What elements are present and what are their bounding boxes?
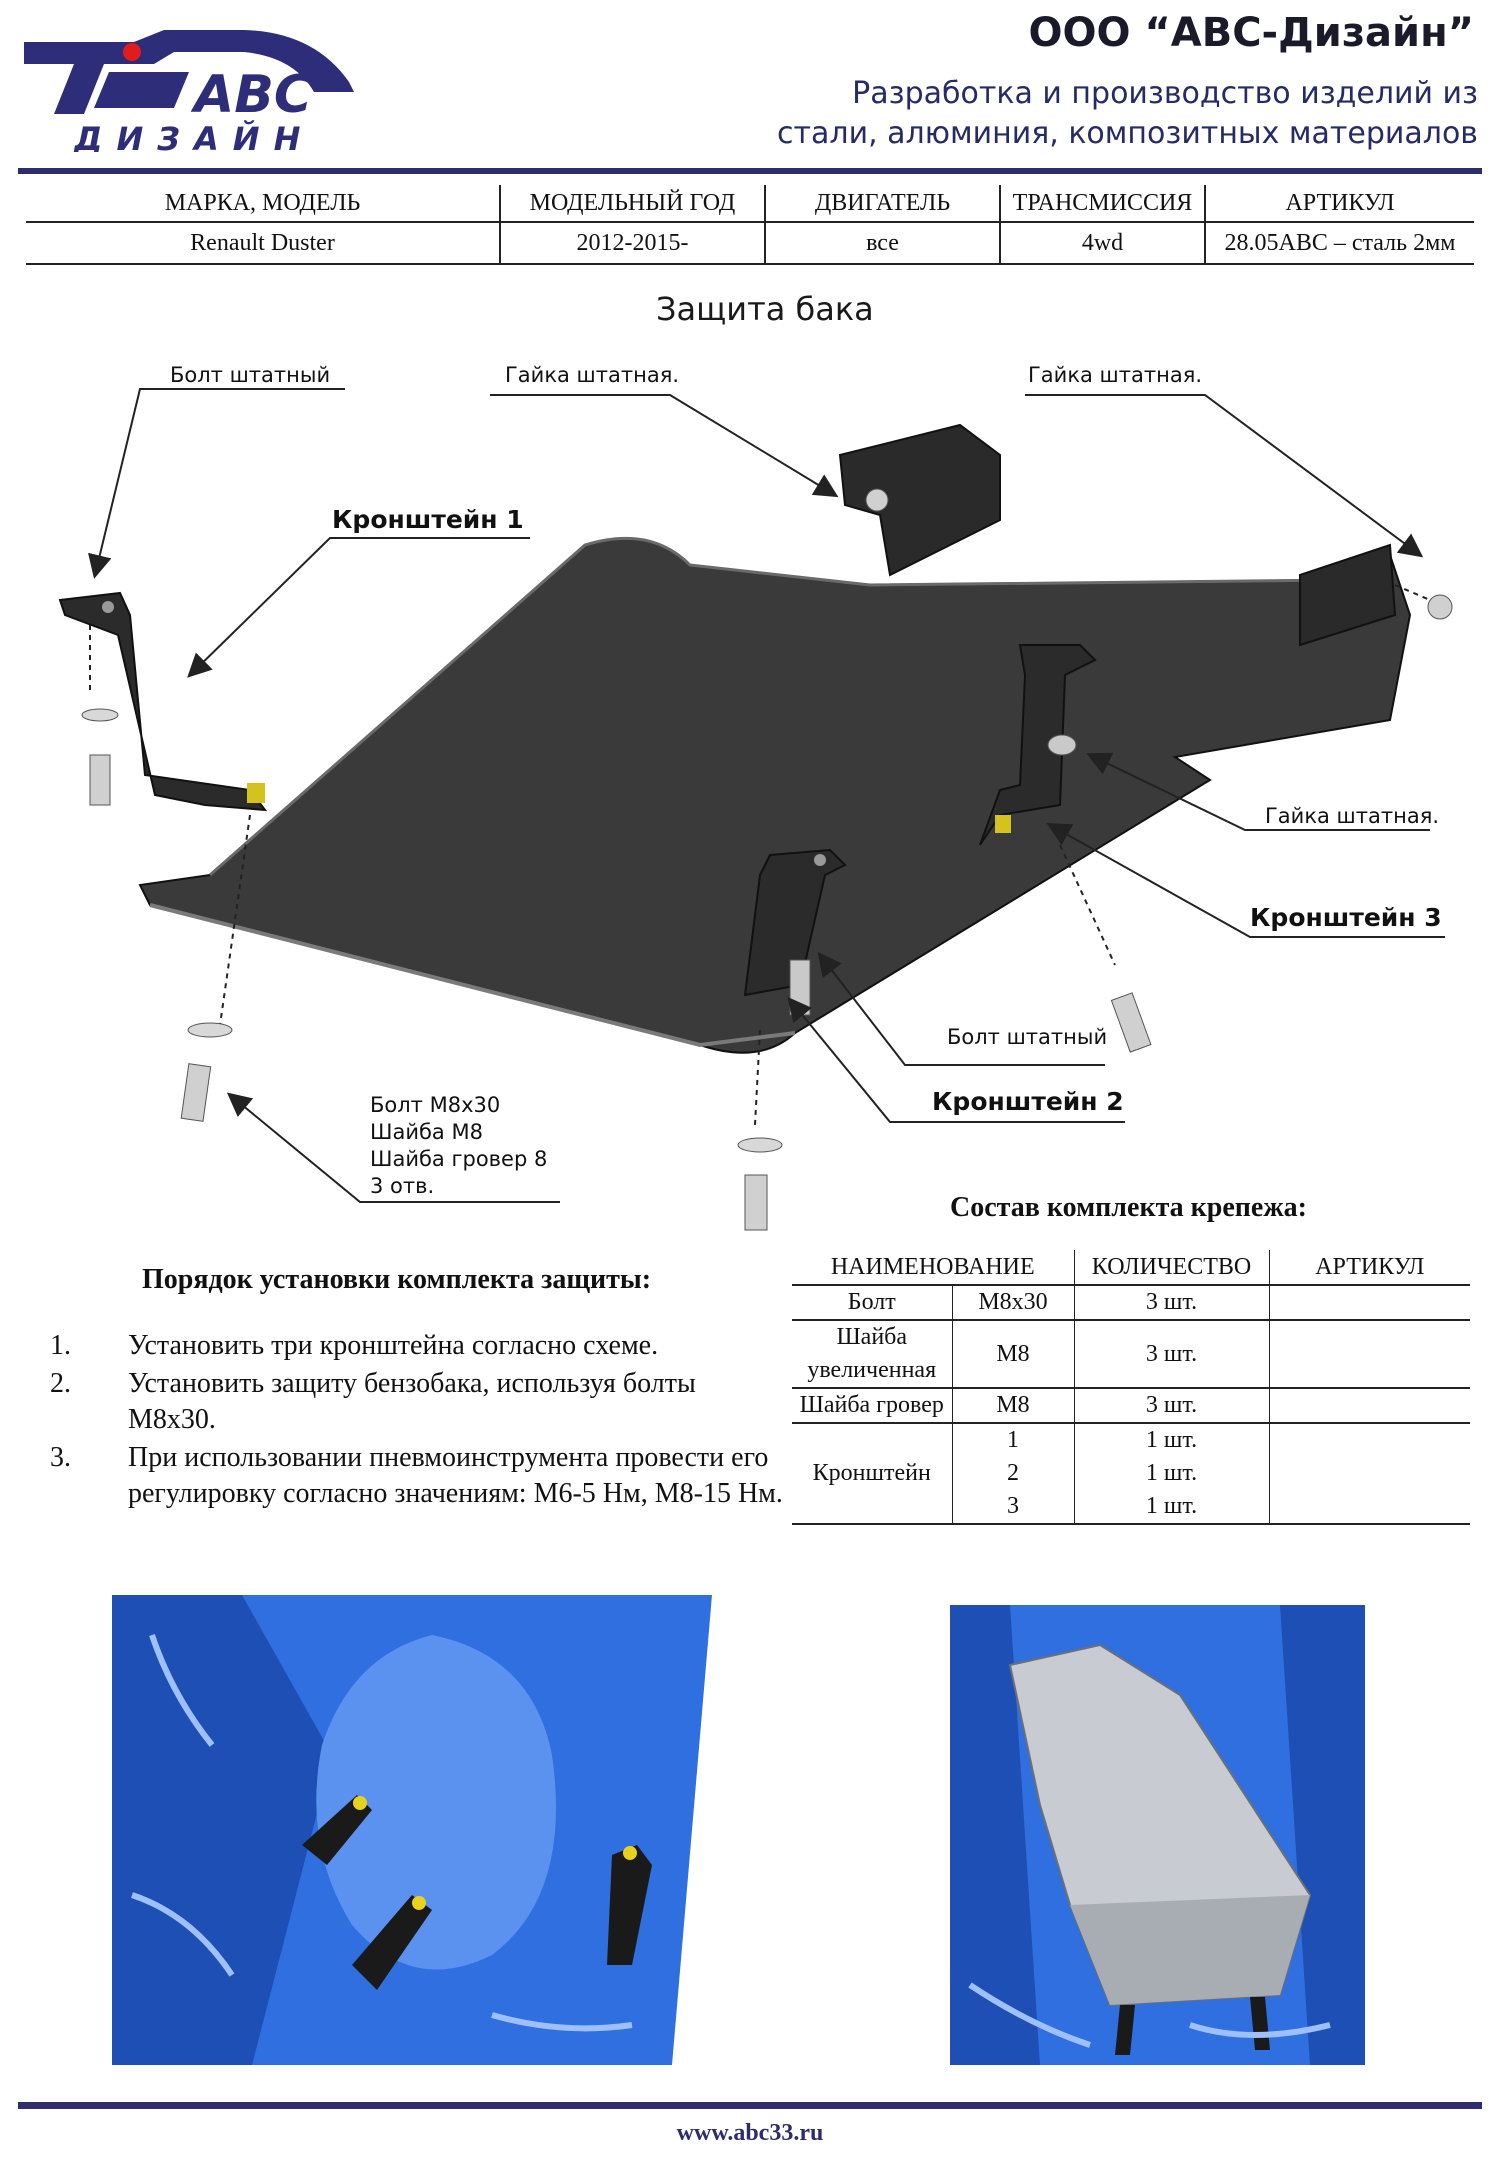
label-bolt-standard-top: Болт штатный xyxy=(170,363,330,387)
instruction-step: 3.При использовании пневмоинструмента пр… xyxy=(50,1442,783,1509)
leader-lines xyxy=(88,388,1445,1203)
instructions-list: 1.Установить три кронштейна согласно схе… xyxy=(50,1328,790,1514)
header-rule xyxy=(18,168,1482,174)
label-bracket-3: Кронштейн 3 xyxy=(1250,903,1442,932)
instructions-title: Порядок установки комплекта защиты: xyxy=(142,1264,652,1295)
label-fastener-grover: Шайба гровер 8 xyxy=(370,1147,547,1171)
company-name: ООО “АВС-Дизайн” xyxy=(1028,10,1474,56)
scan-image-installed-guard xyxy=(950,1605,1365,2065)
table-row: Кронштейн 1 2 3 1 шт. 1 шт. 1 шт. xyxy=(792,1423,1470,1525)
table-row: Болт М8х30 3 шт. xyxy=(792,1285,1470,1321)
label-fastener-bolt: Болт М8х30 xyxy=(370,1093,500,1117)
specs-header-year: МОДЕЛЬНЫЙ ГОД xyxy=(500,185,766,223)
footer-rule xyxy=(18,2102,1482,2109)
bracket-1-drawing xyxy=(58,591,268,812)
fasteners-drawing xyxy=(81,488,1453,1231)
logo-graphic: ABC ДИЗАЙН xyxy=(24,30,354,158)
specs-header-engine: ДВИГАТЕЛЬ xyxy=(765,185,1001,223)
bracket-3-drawing xyxy=(979,644,1097,846)
svg-text:ABC: ABC xyxy=(190,65,312,125)
company-logo: ABC ДИЗАЙН xyxy=(14,12,384,158)
kit-table-title: Состав комплекта крепежа: xyxy=(950,1192,1307,1223)
fuel-tank-guard-plate xyxy=(138,423,1412,1054)
specs-header-model: МАРКА, МОДЕЛЬ xyxy=(26,185,501,223)
specs-transmission: 4wd xyxy=(1000,222,1206,265)
label-bracket-1: Кронштейн 1 xyxy=(332,505,524,534)
kit-header-qty: КОЛИЧЕСТВО xyxy=(1074,1250,1270,1286)
specs-year: 2012-2015- xyxy=(500,222,766,265)
specs-engine: все xyxy=(765,222,1001,265)
instruction-step: 1.Установить три кронштейна согласно схе… xyxy=(50,1330,659,1361)
scan-image-brackets xyxy=(112,1595,760,2065)
label-nut-standard-2: Гайка штатная. xyxy=(1028,363,1202,387)
instruction-step: 2.Установить защиту бензобака, используя… xyxy=(50,1368,696,1435)
label-fastener-washer: Шайба М8 xyxy=(370,1120,483,1144)
scan-photo-installed-guard xyxy=(950,1605,1365,2065)
label-fastener-holes: 3 отв. xyxy=(370,1174,434,1198)
specs-header-article: АРТИКУЛ xyxy=(1205,185,1474,223)
specs-model: Renault Duster xyxy=(26,222,501,265)
kit-header-article: АРТИКУЛ xyxy=(1269,1250,1470,1286)
table-row: Шайба гровер М8 3 шт. xyxy=(792,1388,1470,1424)
footer-website[interactable]: www.abc33.ru xyxy=(676,2120,824,2146)
tagline-line-1: Разработка и производство изделий из xyxy=(852,76,1478,111)
vehicle-specs-table: МАРКА, МОДЕЛЬ МОДЕЛЬНЫЙ ГОД ДВИГАТЕЛЬ ТР… xyxy=(26,185,1474,265)
svg-text:ДИЗАЙН: ДИЗАЙН xyxy=(73,120,314,152)
scan-photo-brackets xyxy=(112,1595,760,2065)
label-bolt-standard-bottom: Болт штатный xyxy=(947,1025,1107,1049)
tagline-line-2: стали, алюминия, композитных материалов xyxy=(777,116,1478,151)
specs-header-transmission: ТРАНСМИССИЯ xyxy=(1000,185,1206,223)
label-bracket-2: Кронштейн 2 xyxy=(932,1087,1124,1116)
diagram-title: Защита бака xyxy=(656,290,874,328)
fastener-kit-table: НАИМЕНОВАНИЕ КОЛИЧЕСТВО АРТИКУЛ Болт М8х… xyxy=(792,1250,1470,1525)
table-row: Шайба увеличенная М8 3 шт. xyxy=(792,1320,1470,1389)
assembly-diagram: Болт штатный Гайка штатная. Гайка штатна… xyxy=(58,363,1453,1231)
label-nut-standard-3: Гайка штатная. xyxy=(1265,804,1439,828)
specs-article: 28.05ABC – сталь 2мм xyxy=(1205,222,1474,265)
label-nut-standard-1: Гайка штатная. xyxy=(505,363,679,387)
kit-header-name: НАИМЕНОВАНИЕ xyxy=(792,1250,1075,1286)
